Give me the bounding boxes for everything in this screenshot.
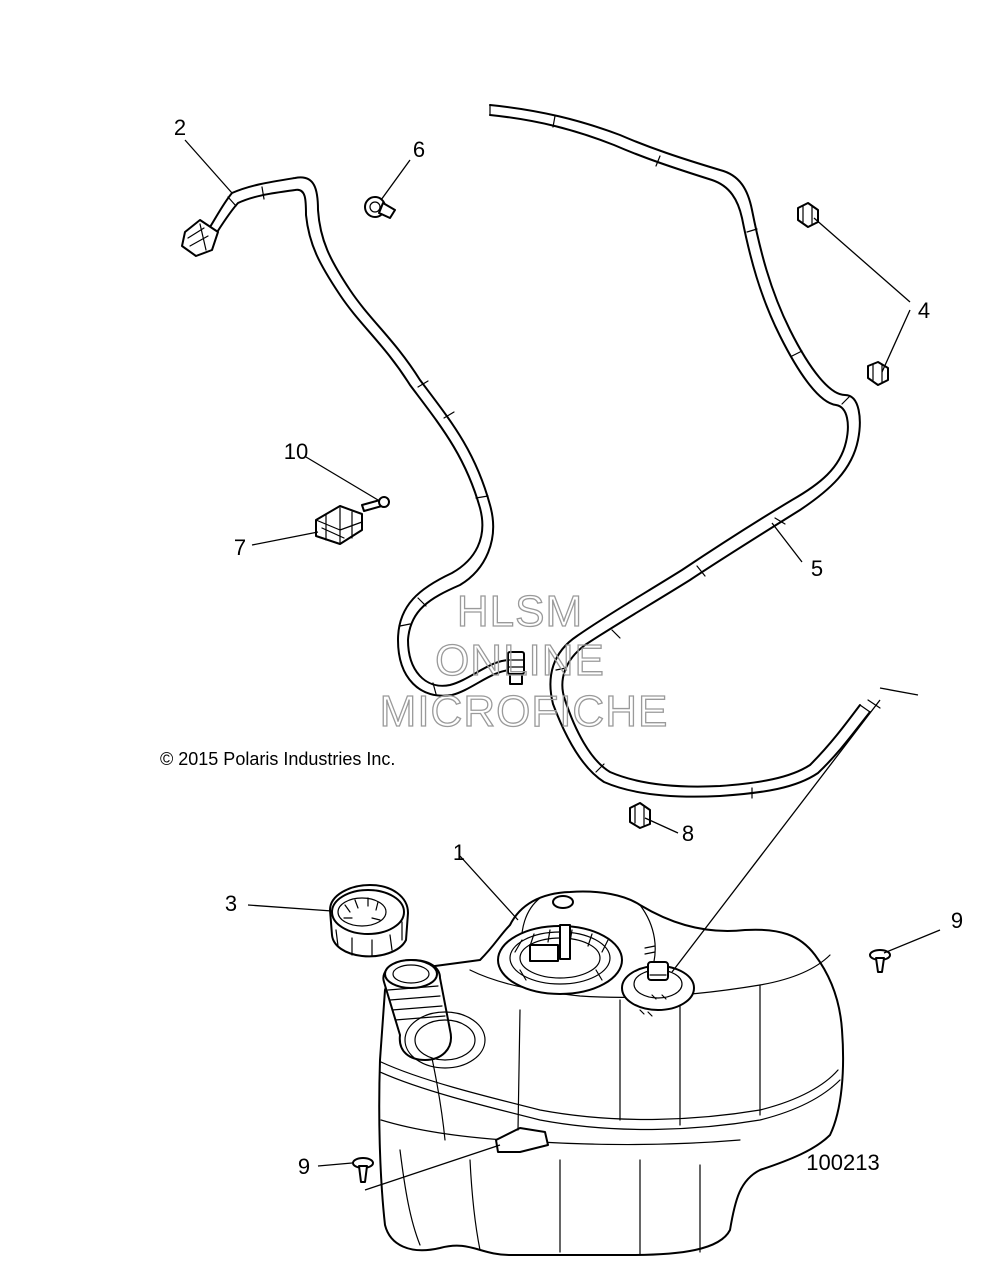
callout-10: 10 xyxy=(284,439,308,464)
screw-part-10[interactable] xyxy=(361,496,390,512)
watermark-line-1: HLSM xyxy=(457,587,583,636)
bracket-part-7[interactable] xyxy=(315,505,363,545)
fuel-cap-part-3[interactable] xyxy=(329,884,409,958)
callout-2: 2 xyxy=(174,115,186,140)
fuel-tank-part-1[interactable] xyxy=(378,890,845,1256)
watermark: HLSM ONLINE MICROFICHE xyxy=(379,586,669,736)
fuel-pump-module xyxy=(497,924,623,995)
vent-hose-part-2[interactable] xyxy=(181,176,525,697)
callout-6: 6 xyxy=(413,137,425,162)
callout-4: 4 xyxy=(918,298,930,323)
filler-neck xyxy=(382,959,486,1069)
hose-connector-part-2 xyxy=(181,219,219,257)
clip-lower-part-4[interactable] xyxy=(867,361,889,386)
hose-fitting-part-2 xyxy=(507,651,525,685)
copyright-notice: © 2015 Polaris Industries Inc. xyxy=(160,749,395,769)
callout-3: 3 xyxy=(225,891,237,916)
clip-upper-part-4[interactable] xyxy=(797,202,819,228)
push-rivet-left-part-9[interactable] xyxy=(352,1157,374,1183)
watermark-line-2: ONLINE xyxy=(435,636,605,685)
callout-1: 1 xyxy=(453,840,465,865)
vent-hose-part-5[interactable] xyxy=(489,104,881,799)
callout-9-right: 9 xyxy=(951,908,963,933)
diagram-reference-number: 100213 xyxy=(806,1150,879,1175)
callout-8: 8 xyxy=(682,821,694,846)
clip-part-8[interactable] xyxy=(629,802,651,829)
leader-lines xyxy=(184,139,941,1191)
clamp-part-6[interactable] xyxy=(364,196,396,219)
vent-valve-housing xyxy=(621,945,695,1017)
push-rivet-right-part-9[interactable] xyxy=(869,949,891,973)
callout-9-left: 9 xyxy=(298,1154,310,1179)
callout-7: 7 xyxy=(234,535,246,560)
callout-5: 5 xyxy=(811,556,823,581)
watermark-line-3: MICROFICHE xyxy=(380,687,669,736)
